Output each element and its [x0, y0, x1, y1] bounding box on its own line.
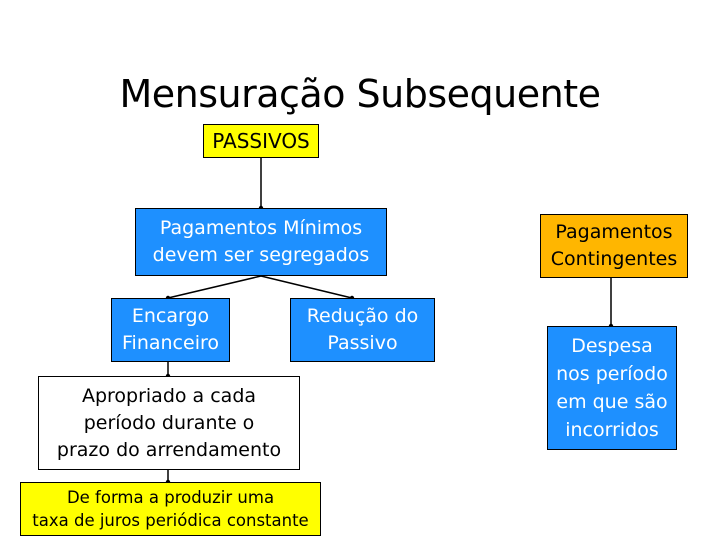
connector-minimos-to-reducao	[260, 275, 353, 299]
node-pagamentos-contingentes: Pagamentos Contingentes	[540, 214, 688, 278]
node-text: Redução do	[306, 305, 419, 327]
node-text: nos período	[556, 363, 668, 385]
node-text: De forma a produzir uma	[66, 488, 275, 507]
node-text: em que são	[556, 391, 668, 413]
node-passivos: PASSIVOS	[203, 124, 319, 158]
node-text: Pagamentos Mínimos	[159, 217, 363, 239]
node-text: Despesa	[571, 335, 653, 357]
node-text: Encargo	[131, 305, 210, 327]
node-forma-produzir: De forma a produzir uma taxa de juros pe…	[20, 482, 321, 536]
node-text: Passivo	[327, 332, 398, 354]
node-encargo-financeiro: Encargo Financeiro	[111, 298, 230, 362]
connector-minimos-to-encargo	[167, 275, 262, 299]
node-text: Financeiro	[122, 332, 219, 354]
node-text: período durante o	[83, 411, 255, 434]
page-title: Mensuração Subsequente	[119, 72, 602, 116]
node-pagamentos-minimos: Pagamentos Mínimos devem ser segregados	[135, 208, 387, 276]
node-text: devem ser segregados	[152, 244, 370, 266]
node-text: PASSIVOS	[212, 129, 310, 153]
node-despesa: Despesa nos período em que são incorrido…	[547, 326, 677, 450]
node-text: Pagamentos	[555, 221, 673, 243]
node-text: prazo do arrendamento	[56, 438, 282, 461]
node-text: Contingentes	[550, 248, 678, 270]
node-text: Apropriado a cada	[81, 384, 257, 407]
node-text: taxa de juros periódica constante	[32, 511, 309, 530]
node-text: incorridos	[565, 419, 659, 441]
node-reducao-passivo: Redução do Passivo	[290, 298, 435, 362]
node-apropriado: Apropriado a cada período durante o praz…	[38, 376, 300, 470]
